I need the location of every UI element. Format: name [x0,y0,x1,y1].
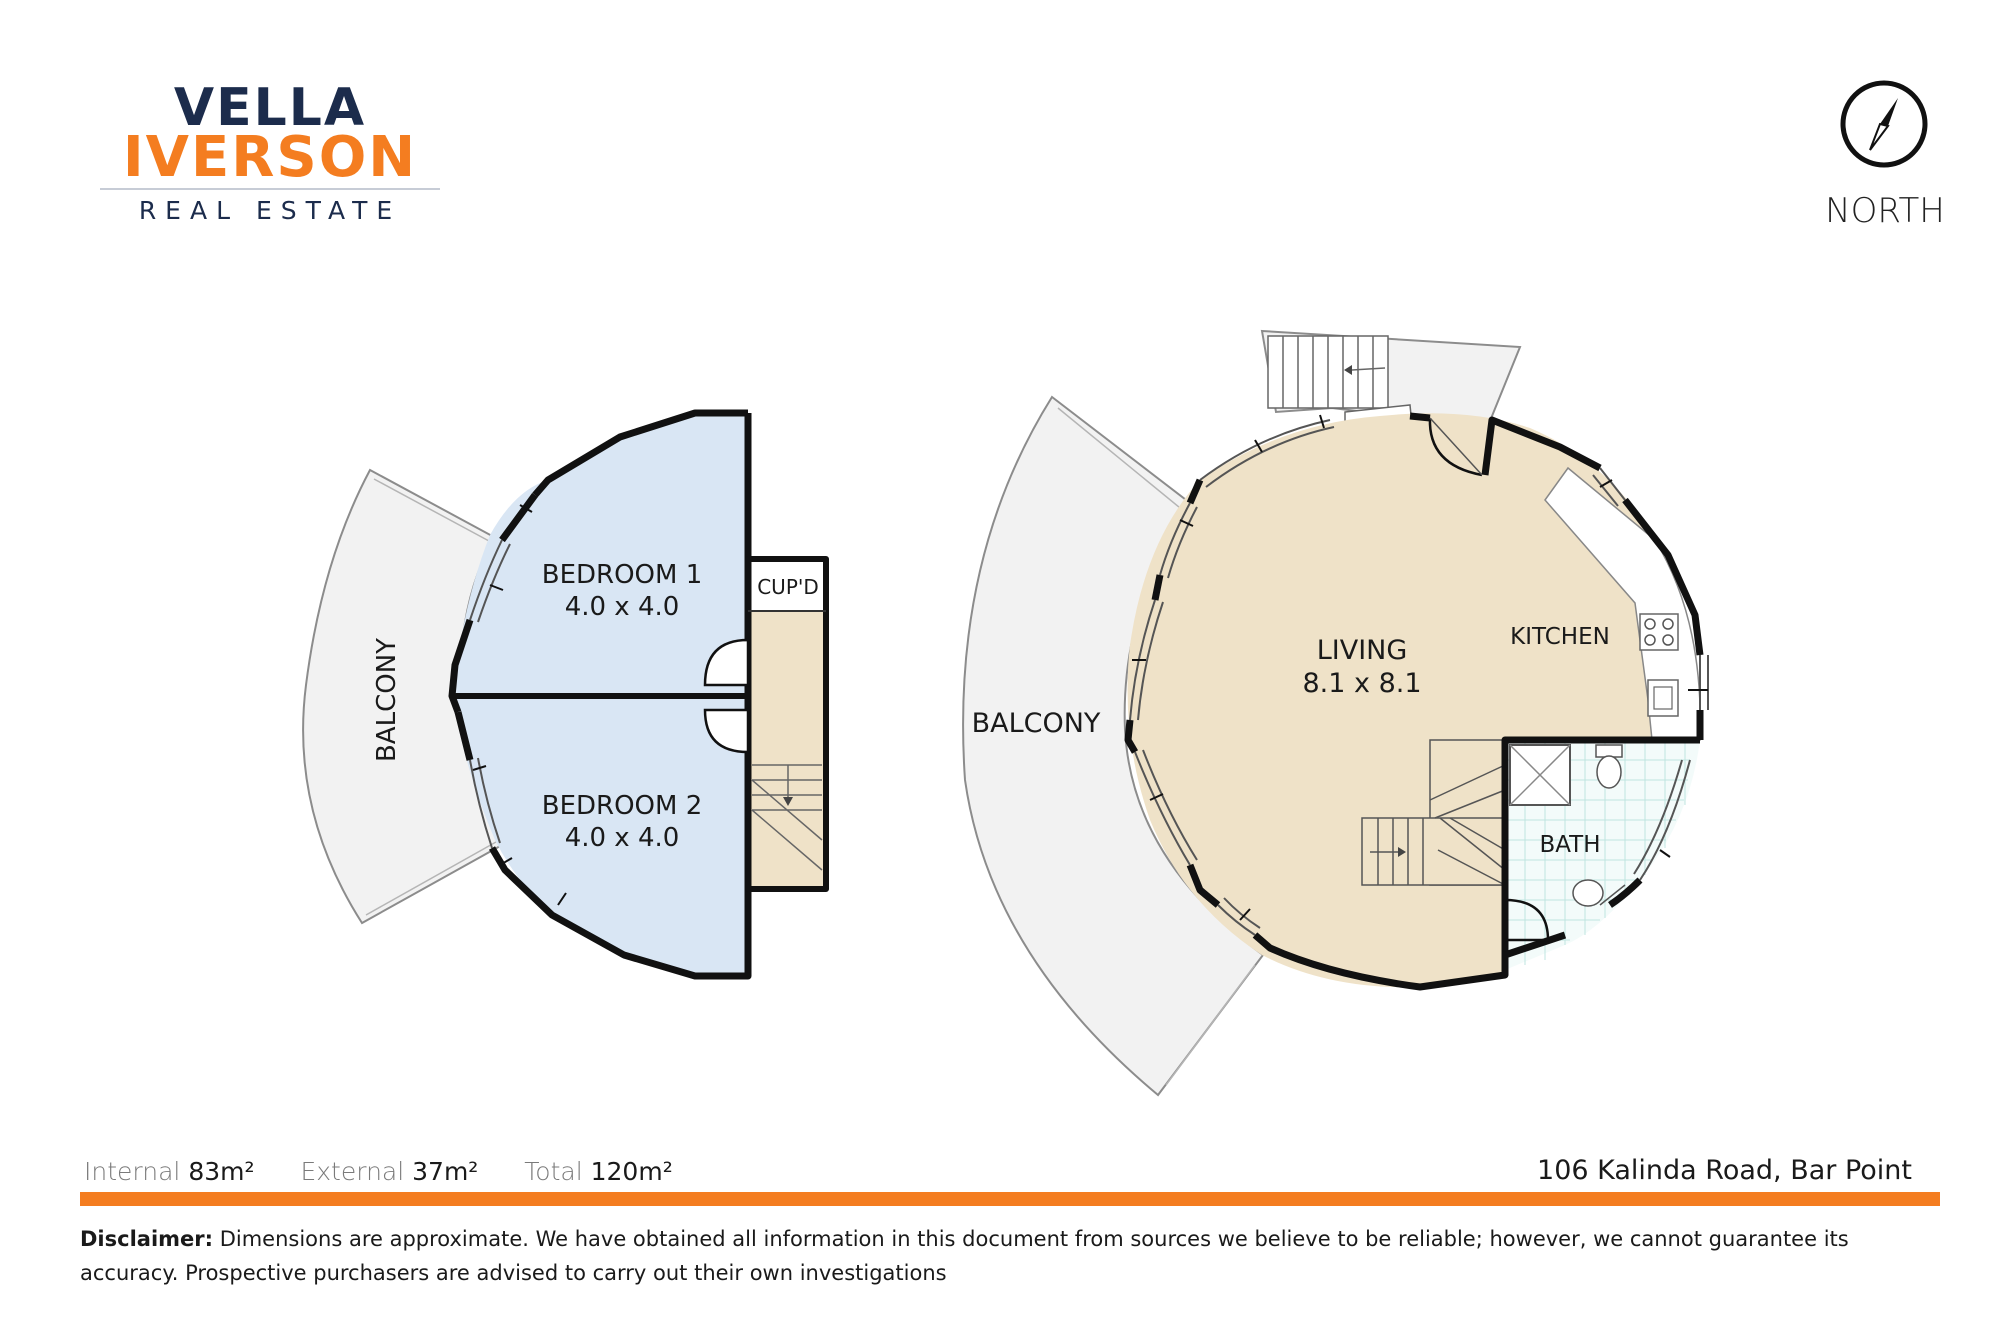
logo-line-real-estate: REAL ESTATE [138,196,402,225]
external-label: External [300,1157,405,1186]
cupboard-label: CUP'D [757,575,819,599]
bedroom-1-area [452,413,748,696]
upper-walls [448,409,829,980]
basin-icon [1572,879,1626,907]
upper-windows [469,539,511,849]
bedroom-1-name: BEDROOM 1 [542,560,703,590]
logo-line-iverson: IVERSON [122,125,418,190]
bedroom-2-size: 4.0 x 4.0 [565,823,680,853]
cupboard-area [748,559,826,611]
toilet-icon [1595,744,1623,789]
main-balcony [962,395,1265,1097]
floor-plan: BEDROOM 1 4.0 x 4.0 BEDROOM 2 4.0 x 4.0 … [302,329,1709,1097]
main-windows [1129,419,1709,936]
external-value: 37m² [412,1157,479,1186]
north-label: NORTH [1825,191,1945,231]
main-floor-plan [472,329,1709,1097]
logo-divider [100,188,440,190]
main-doors [1428,417,1550,942]
internal-label: Internal [84,1157,181,1186]
sink-icon [1647,679,1679,717]
window-ticks [472,414,1708,921]
upper-floor-plan [302,409,829,980]
upper-doors [703,638,750,754]
living-name: LIVING [1317,635,1408,666]
total-value: 120m² [590,1157,673,1186]
kitchen-label: KITCHEN [1510,624,1610,650]
disclaimer-label: Disclaimer: [80,1227,214,1251]
kitchen-counter [1544,466,1702,741]
property-address: 106 Kalinda Road, Bar Point [1537,1155,1912,1186]
upper-stair-area [748,559,826,889]
logo-line-vella: VELLA [173,78,367,138]
living-size: 8.1 x 8.1 [1302,668,1421,699]
upper-balcony-label: BALCONY [372,638,402,762]
bath-label: BATH [1539,832,1600,858]
disclaimer-text: Dimensions are approximate. We have obta… [80,1227,1849,1285]
total-label: Total [524,1157,583,1186]
north-indicator: NORTH [1810,76,1960,246]
upper-stairs [751,764,823,871]
living-area [1127,413,1701,988]
shower-icon [1509,744,1571,806]
main-walls [1124,412,1704,991]
company-logo: VELLA IVERSON REAL ESTATE [100,78,440,228]
disclaimer: Disclaimer: Dimensions are approximate. … [80,1222,1940,1290]
main-stairs [1361,739,1506,886]
cooktop-icon [1639,613,1679,651]
bedroom-1-size: 4.0 x 4.0 [565,592,680,622]
main-balcony-label: BALCONY [972,708,1101,739]
orange-divider [80,1192,1940,1206]
area-summary: Internal 83m² External 37m² Total 120m² [84,1157,711,1189]
compass-north-icon [1840,80,1928,168]
internal-value: 83m² [188,1157,255,1186]
bedroom-2-name: BEDROOM 2 [542,791,703,821]
bedroom-2-area [452,696,748,976]
